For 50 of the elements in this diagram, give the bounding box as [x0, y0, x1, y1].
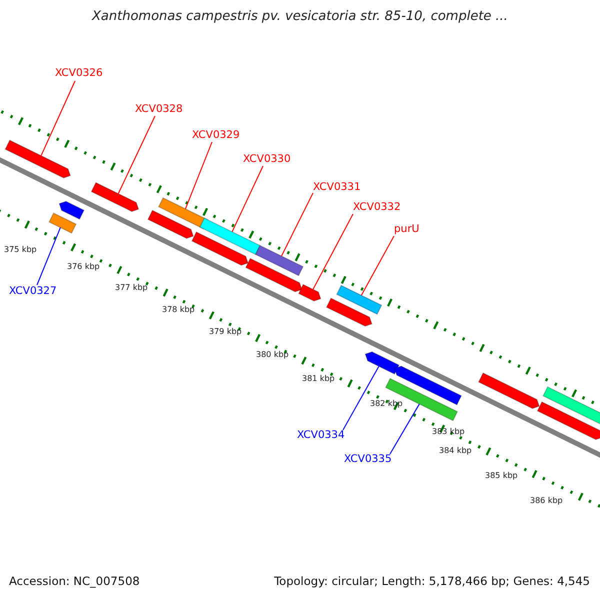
gene-label: XCV0335	[344, 454, 392, 464]
gene-feature	[364, 351, 400, 375]
gene-label: XCV0329	[192, 130, 240, 140]
leader-line	[390, 404, 420, 454]
leader-line	[118, 116, 156, 194]
footer-note: Topology: circular; Length: 5,178,466 bp; Genes: 4,545	[274, 576, 590, 588]
gene-label: XCV0331	[313, 182, 361, 192]
gene-feature	[245, 258, 302, 292]
gene-label: XCV0326	[55, 68, 103, 78]
gene-feature	[326, 298, 372, 327]
scale-label: 378 kbp	[162, 306, 195, 314]
gene-label: purU	[394, 224, 420, 234]
gene-feature	[536, 401, 600, 440]
gene-bar	[48, 212, 77, 234]
gene-label: XCV0328	[135, 104, 183, 114]
leader-line	[342, 366, 380, 430]
scale-label: 376 kbp	[67, 263, 100, 271]
scale-label: 385 kbp	[485, 472, 518, 480]
scale-label: 382 kbp	[370, 400, 403, 408]
gene-bar	[254, 244, 304, 276]
footer-note: Accession: NC_007508	[9, 576, 140, 588]
leader-line	[232, 166, 264, 232]
scale-label: 380 kbp	[256, 351, 289, 359]
scale-label: 386 kbp	[530, 497, 563, 505]
gene-bar	[199, 217, 261, 256]
gene-bar	[385, 378, 458, 422]
gene-feature	[90, 182, 140, 212]
gene-feature	[58, 200, 85, 220]
gene-feature	[4, 140, 71, 178]
gene-label: XCV0327	[9, 286, 57, 296]
scale-label: 375 kbp	[4, 246, 37, 254]
leader-line	[40, 80, 76, 156]
leader-line	[360, 236, 394, 296]
gene-label: XCV0330	[243, 154, 291, 164]
title: Xanthomonas campestris pv. vesicatoria str. 85-10, complete ...	[90, 10, 509, 23]
scale-label: 379 kbp	[209, 328, 242, 336]
scale-label: 377 kbp	[115, 284, 148, 292]
scale-label: 381 kbp	[302, 375, 335, 383]
gene-feature	[298, 284, 322, 302]
gene-label: XCV0334	[297, 430, 345, 440]
gene-feature	[147, 210, 194, 239]
scale-label: 383 kbp	[432, 428, 465, 436]
gene-label: XCV0332	[353, 202, 401, 212]
gene-bar	[336, 284, 382, 315]
gene-feature	[478, 372, 540, 409]
gene-feature	[191, 231, 249, 266]
scale-label: 384 kbp	[439, 447, 472, 455]
leader-line	[36, 227, 61, 286]
gene-bar	[542, 386, 600, 426]
leader-line	[312, 214, 354, 290]
